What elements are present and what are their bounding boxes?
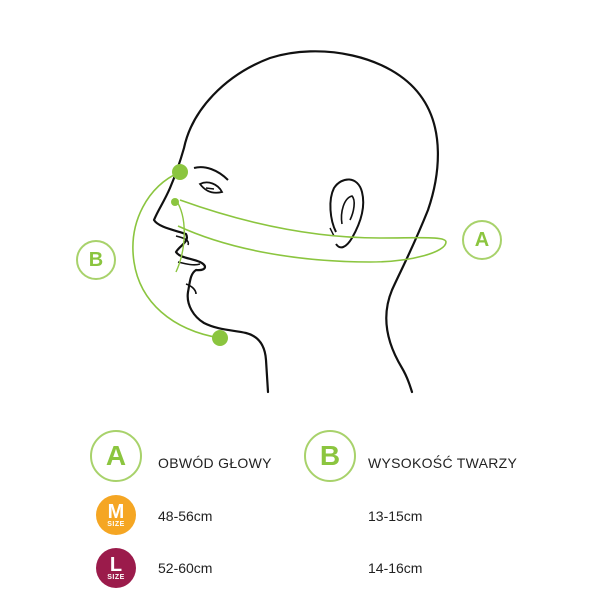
marker-a-letter: A: [474, 228, 490, 251]
size-l-circumference: 52-60cm: [158, 560, 213, 576]
size-l-badge: L SIZE: [96, 548, 136, 588]
size-l-word: SIZE: [107, 574, 125, 581]
size-m-face-height: 13-15cm: [368, 508, 423, 524]
head-measurement-diagram: [132, 50, 447, 394]
measure-b-line: [132, 171, 221, 339]
brow: [193, 166, 229, 181]
marker-a-badge: A: [462, 220, 502, 260]
eye: [198, 181, 224, 194]
marker-b-badge: B: [76, 240, 116, 280]
ear: [329, 178, 365, 249]
legend-a-badge: A: [90, 430, 142, 482]
legend-b-label: WYSOKOŚĆ TWARZY: [368, 455, 518, 471]
measure-a-line: [177, 199, 447, 263]
nose-point: [171, 198, 179, 206]
legend-a-label: OBWÓD GŁOWY: [158, 455, 272, 471]
size-m-word: SIZE: [107, 521, 125, 528]
size-m-badge: M SIZE: [96, 495, 136, 535]
legend-b-letter: B: [319, 440, 341, 471]
mouth: [177, 261, 201, 266]
legend-a-letter: A: [105, 440, 127, 471]
marker-b-letter: B: [88, 248, 104, 271]
head-outline: [152, 50, 439, 394]
legend-b-badge: B: [304, 430, 356, 482]
forehead-point: [172, 164, 188, 180]
size-m-letter: M: [107, 501, 125, 523]
size-l-face-height: 14-16cm: [368, 560, 423, 576]
chin-point: [212, 330, 228, 346]
nostril: [175, 235, 190, 246]
size-m-circumference: 48-56cm: [158, 508, 213, 524]
size-l-letter: L: [109, 554, 123, 576]
